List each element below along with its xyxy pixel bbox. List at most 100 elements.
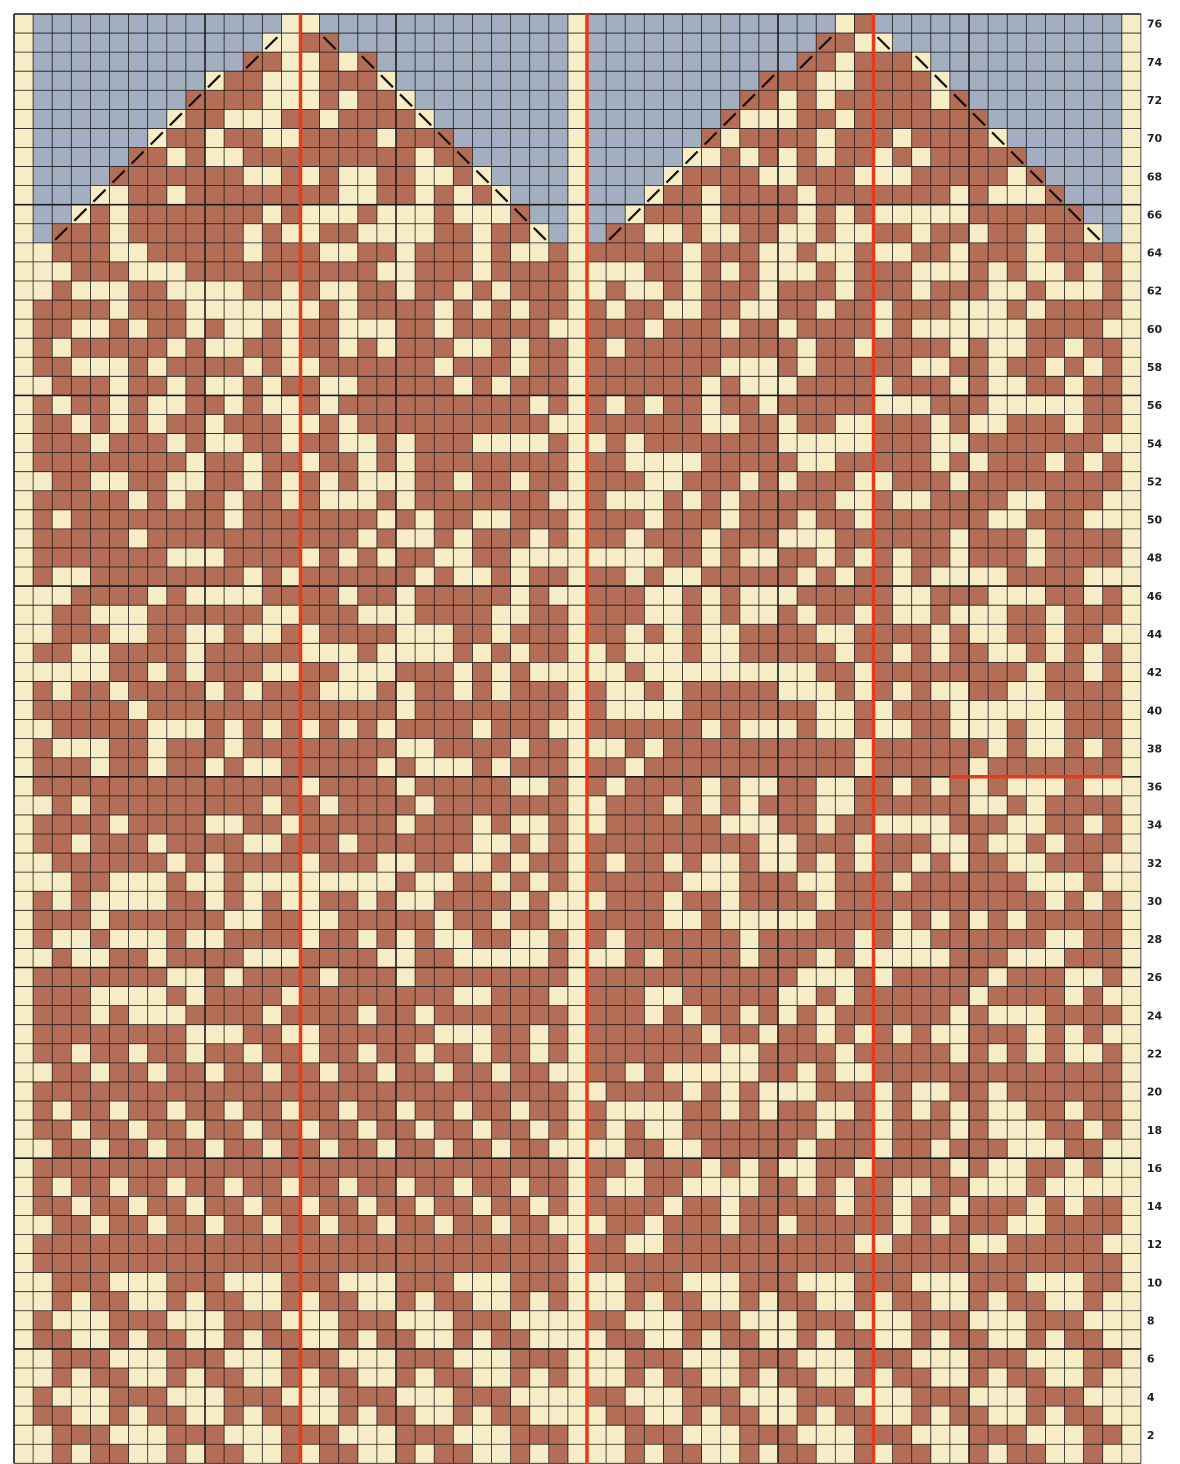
chart-cell bbox=[281, 147, 300, 166]
chart-cell bbox=[740, 453, 759, 472]
chart-cell bbox=[453, 1368, 472, 1387]
chart-cell bbox=[1007, 548, 1026, 567]
chart-cell bbox=[377, 815, 396, 834]
chart-cell bbox=[434, 52, 453, 71]
chart-cell bbox=[377, 414, 396, 433]
chart-cell bbox=[453, 109, 472, 128]
chart-cell bbox=[1045, 472, 1064, 491]
chart-cell bbox=[301, 186, 320, 205]
chart-cell bbox=[1065, 147, 1084, 166]
chart-cell bbox=[434, 739, 453, 758]
chart-cell bbox=[854, 281, 873, 300]
chart-cell bbox=[969, 1406, 988, 1425]
chart-cell bbox=[931, 300, 950, 319]
chart-cell bbox=[511, 1215, 530, 1234]
chart-cell bbox=[224, 71, 243, 90]
chart-cell bbox=[759, 872, 778, 891]
chart-cell bbox=[90, 1292, 109, 1311]
chart-cell bbox=[874, 14, 893, 33]
chart-cell bbox=[1045, 815, 1064, 834]
chart-cell bbox=[549, 1273, 568, 1292]
chart-cell bbox=[262, 567, 281, 586]
chart-cell bbox=[1026, 472, 1045, 491]
chart-cell bbox=[740, 186, 759, 205]
chart-cell bbox=[224, 1387, 243, 1406]
chart-cell bbox=[950, 948, 969, 967]
chart-cell bbox=[721, 1406, 740, 1425]
chart-cell bbox=[644, 567, 663, 586]
chart-cell bbox=[1045, 90, 1064, 109]
row-label: 76 bbox=[1147, 18, 1163, 31]
chart-cell bbox=[492, 357, 511, 376]
chart-cell bbox=[186, 434, 205, 453]
chart-cell bbox=[71, 376, 90, 395]
chart-cell bbox=[415, 1215, 434, 1234]
chart-cell bbox=[759, 643, 778, 662]
chart-cell bbox=[167, 1292, 186, 1311]
chart-cell bbox=[472, 891, 491, 910]
chart-cell bbox=[186, 1177, 205, 1196]
chart-cell bbox=[90, 1158, 109, 1177]
chart-cell bbox=[262, 815, 281, 834]
chart-cell bbox=[33, 1234, 52, 1253]
chart-cell bbox=[396, 1292, 415, 1311]
chart-cell bbox=[759, 1234, 778, 1253]
chart-cell bbox=[492, 586, 511, 605]
chart-cell bbox=[625, 834, 644, 853]
chart-cell bbox=[71, 262, 90, 281]
chart-cell bbox=[950, 453, 969, 472]
chart-cell bbox=[797, 300, 816, 319]
chart-cell bbox=[950, 1330, 969, 1349]
chart-cell bbox=[835, 300, 854, 319]
chart-cell bbox=[472, 319, 491, 338]
chart-cell bbox=[472, 1082, 491, 1101]
chart-cell bbox=[511, 510, 530, 529]
chart-cell bbox=[931, 14, 950, 33]
chart-cell bbox=[262, 643, 281, 662]
chart-cell bbox=[224, 128, 243, 147]
chart-cell bbox=[71, 586, 90, 605]
chart-cell bbox=[415, 434, 434, 453]
chart-cell bbox=[1103, 14, 1122, 33]
chart-cell bbox=[434, 1425, 453, 1444]
chart-cell bbox=[186, 1273, 205, 1292]
chart-cell bbox=[224, 262, 243, 281]
chart-cell bbox=[472, 1101, 491, 1120]
chart-cell bbox=[243, 796, 262, 815]
chart-cell bbox=[224, 1196, 243, 1215]
chart-cell bbox=[358, 1082, 377, 1101]
chart-cell bbox=[625, 1406, 644, 1425]
chart-cell bbox=[950, 491, 969, 510]
chart-cell bbox=[893, 376, 912, 395]
chart-cell bbox=[530, 1215, 549, 1234]
chart-cell bbox=[549, 1177, 568, 1196]
chart-cell bbox=[1103, 1425, 1122, 1444]
chart-cell bbox=[721, 205, 740, 224]
chart-cell bbox=[530, 968, 549, 987]
chart-cell bbox=[683, 434, 702, 453]
chart-cell bbox=[1084, 205, 1103, 224]
chart-cell bbox=[224, 701, 243, 720]
chart-cell bbox=[1026, 52, 1045, 71]
chart-cell bbox=[243, 643, 262, 662]
chart-cell bbox=[167, 643, 186, 662]
chart-cell bbox=[988, 167, 1007, 186]
chart-cell bbox=[1065, 243, 1084, 262]
chart-cell bbox=[472, 1006, 491, 1025]
chart-cell bbox=[625, 662, 644, 681]
chart-cell bbox=[243, 338, 262, 357]
row-label: 6 bbox=[1147, 1353, 1155, 1366]
chart-cell bbox=[167, 681, 186, 700]
chart-cell bbox=[281, 681, 300, 700]
chart-cell bbox=[625, 872, 644, 891]
chart-cell bbox=[931, 1196, 950, 1215]
chart-cell bbox=[377, 1254, 396, 1273]
chart-cell bbox=[281, 929, 300, 948]
chart-cell bbox=[530, 910, 549, 929]
chart-cell bbox=[969, 1215, 988, 1234]
chart-cell bbox=[854, 815, 873, 834]
chart-cell bbox=[262, 1177, 281, 1196]
chart-cell bbox=[71, 1101, 90, 1120]
chart-cell bbox=[339, 1368, 358, 1387]
chart-cell bbox=[1084, 128, 1103, 147]
